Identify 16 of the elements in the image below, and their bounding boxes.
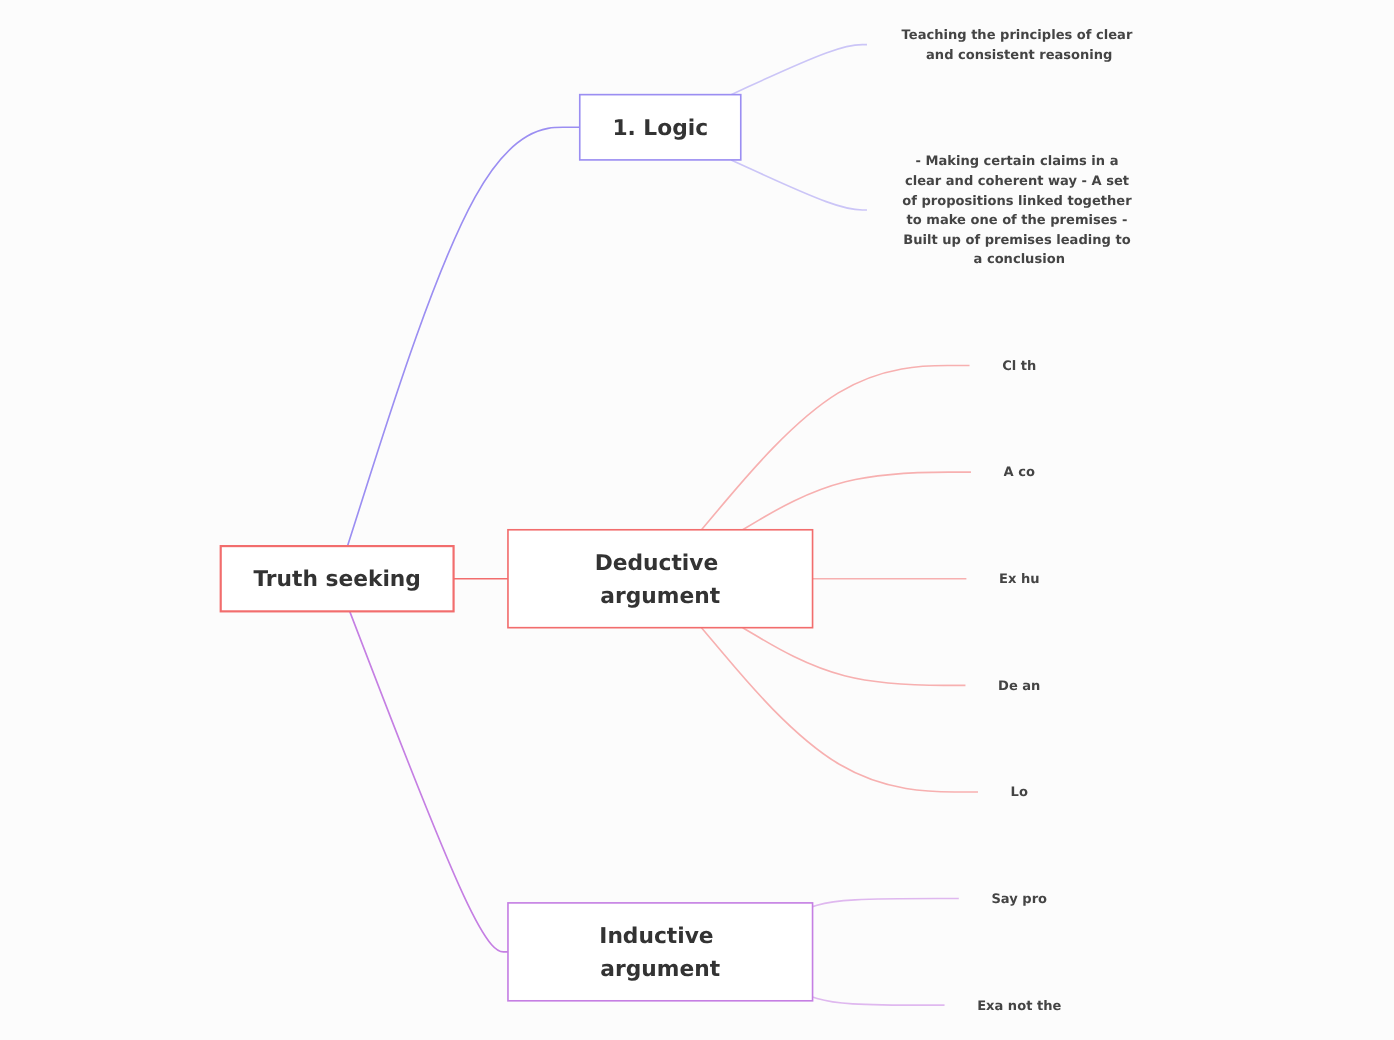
- node-box: 1. Logic: [579, 93, 743, 161]
- connector: [812, 577, 969, 580]
- node-box: Truth seeking: [220, 545, 456, 613]
- connector: [742, 626, 968, 687]
- node-box: Inductive argument: [508, 902, 815, 1002]
- connector: [731, 43, 869, 96]
- connector: [812, 897, 961, 908]
- connector: [812, 996, 947, 1006]
- connector: [349, 610, 510, 953]
- connector: [453, 577, 510, 580]
- connector: [701, 626, 980, 793]
- connector: [742, 471, 973, 531]
- node-box: Deductive argument: [508, 528, 815, 629]
- connector: [347, 126, 582, 547]
- connector: [701, 364, 972, 531]
- connector: [731, 159, 869, 211]
